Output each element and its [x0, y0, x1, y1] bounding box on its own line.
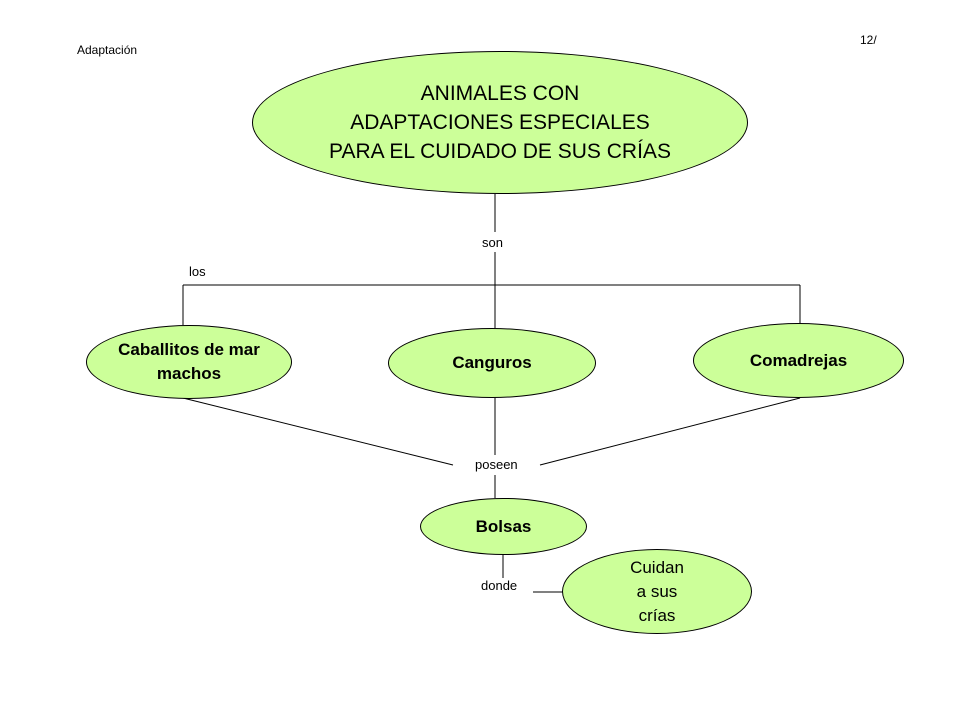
link-label-los: los: [189, 264, 206, 279]
page-number: 12/: [860, 33, 877, 47]
node-bolsas: Bolsas: [420, 498, 587, 555]
node-caballitos-label: Caballitos de mar machos: [118, 340, 260, 383]
node-caballitos: Caballitos de mar machos: [86, 325, 292, 399]
connector-comadrejas-poseen: [539, 397, 801, 466]
node-comadrejas-label: Comadrejas: [749, 350, 848, 370]
link-label-poseen: poseen: [472, 458, 521, 472]
node-cuidan: Cuidan a sus crías: [562, 549, 752, 634]
node-cuidan-label: Cuidan a sus crías: [630, 557, 684, 625]
root-concept-label: ANIMALES CON ADAPTACIONES ESPECIALES PAR…: [329, 82, 671, 163]
node-canguros-label: Canguros: [452, 353, 532, 372]
connector-caballitos-poseen: [182, 397, 454, 466]
node-comadrejas: Comadrejas: [693, 323, 904, 398]
node-bolsas-label: Bolsas: [475, 516, 532, 536]
node-canguros: Canguros: [388, 328, 596, 398]
header-topic: Adaptación: [77, 43, 138, 57]
link-label-donde: donde: [478, 579, 521, 593]
link-label-son: son: [479, 236, 506, 250]
root-concept-node: ANIMALES CON ADAPTACIONES ESPECIALES PAR…: [252, 51, 748, 194]
